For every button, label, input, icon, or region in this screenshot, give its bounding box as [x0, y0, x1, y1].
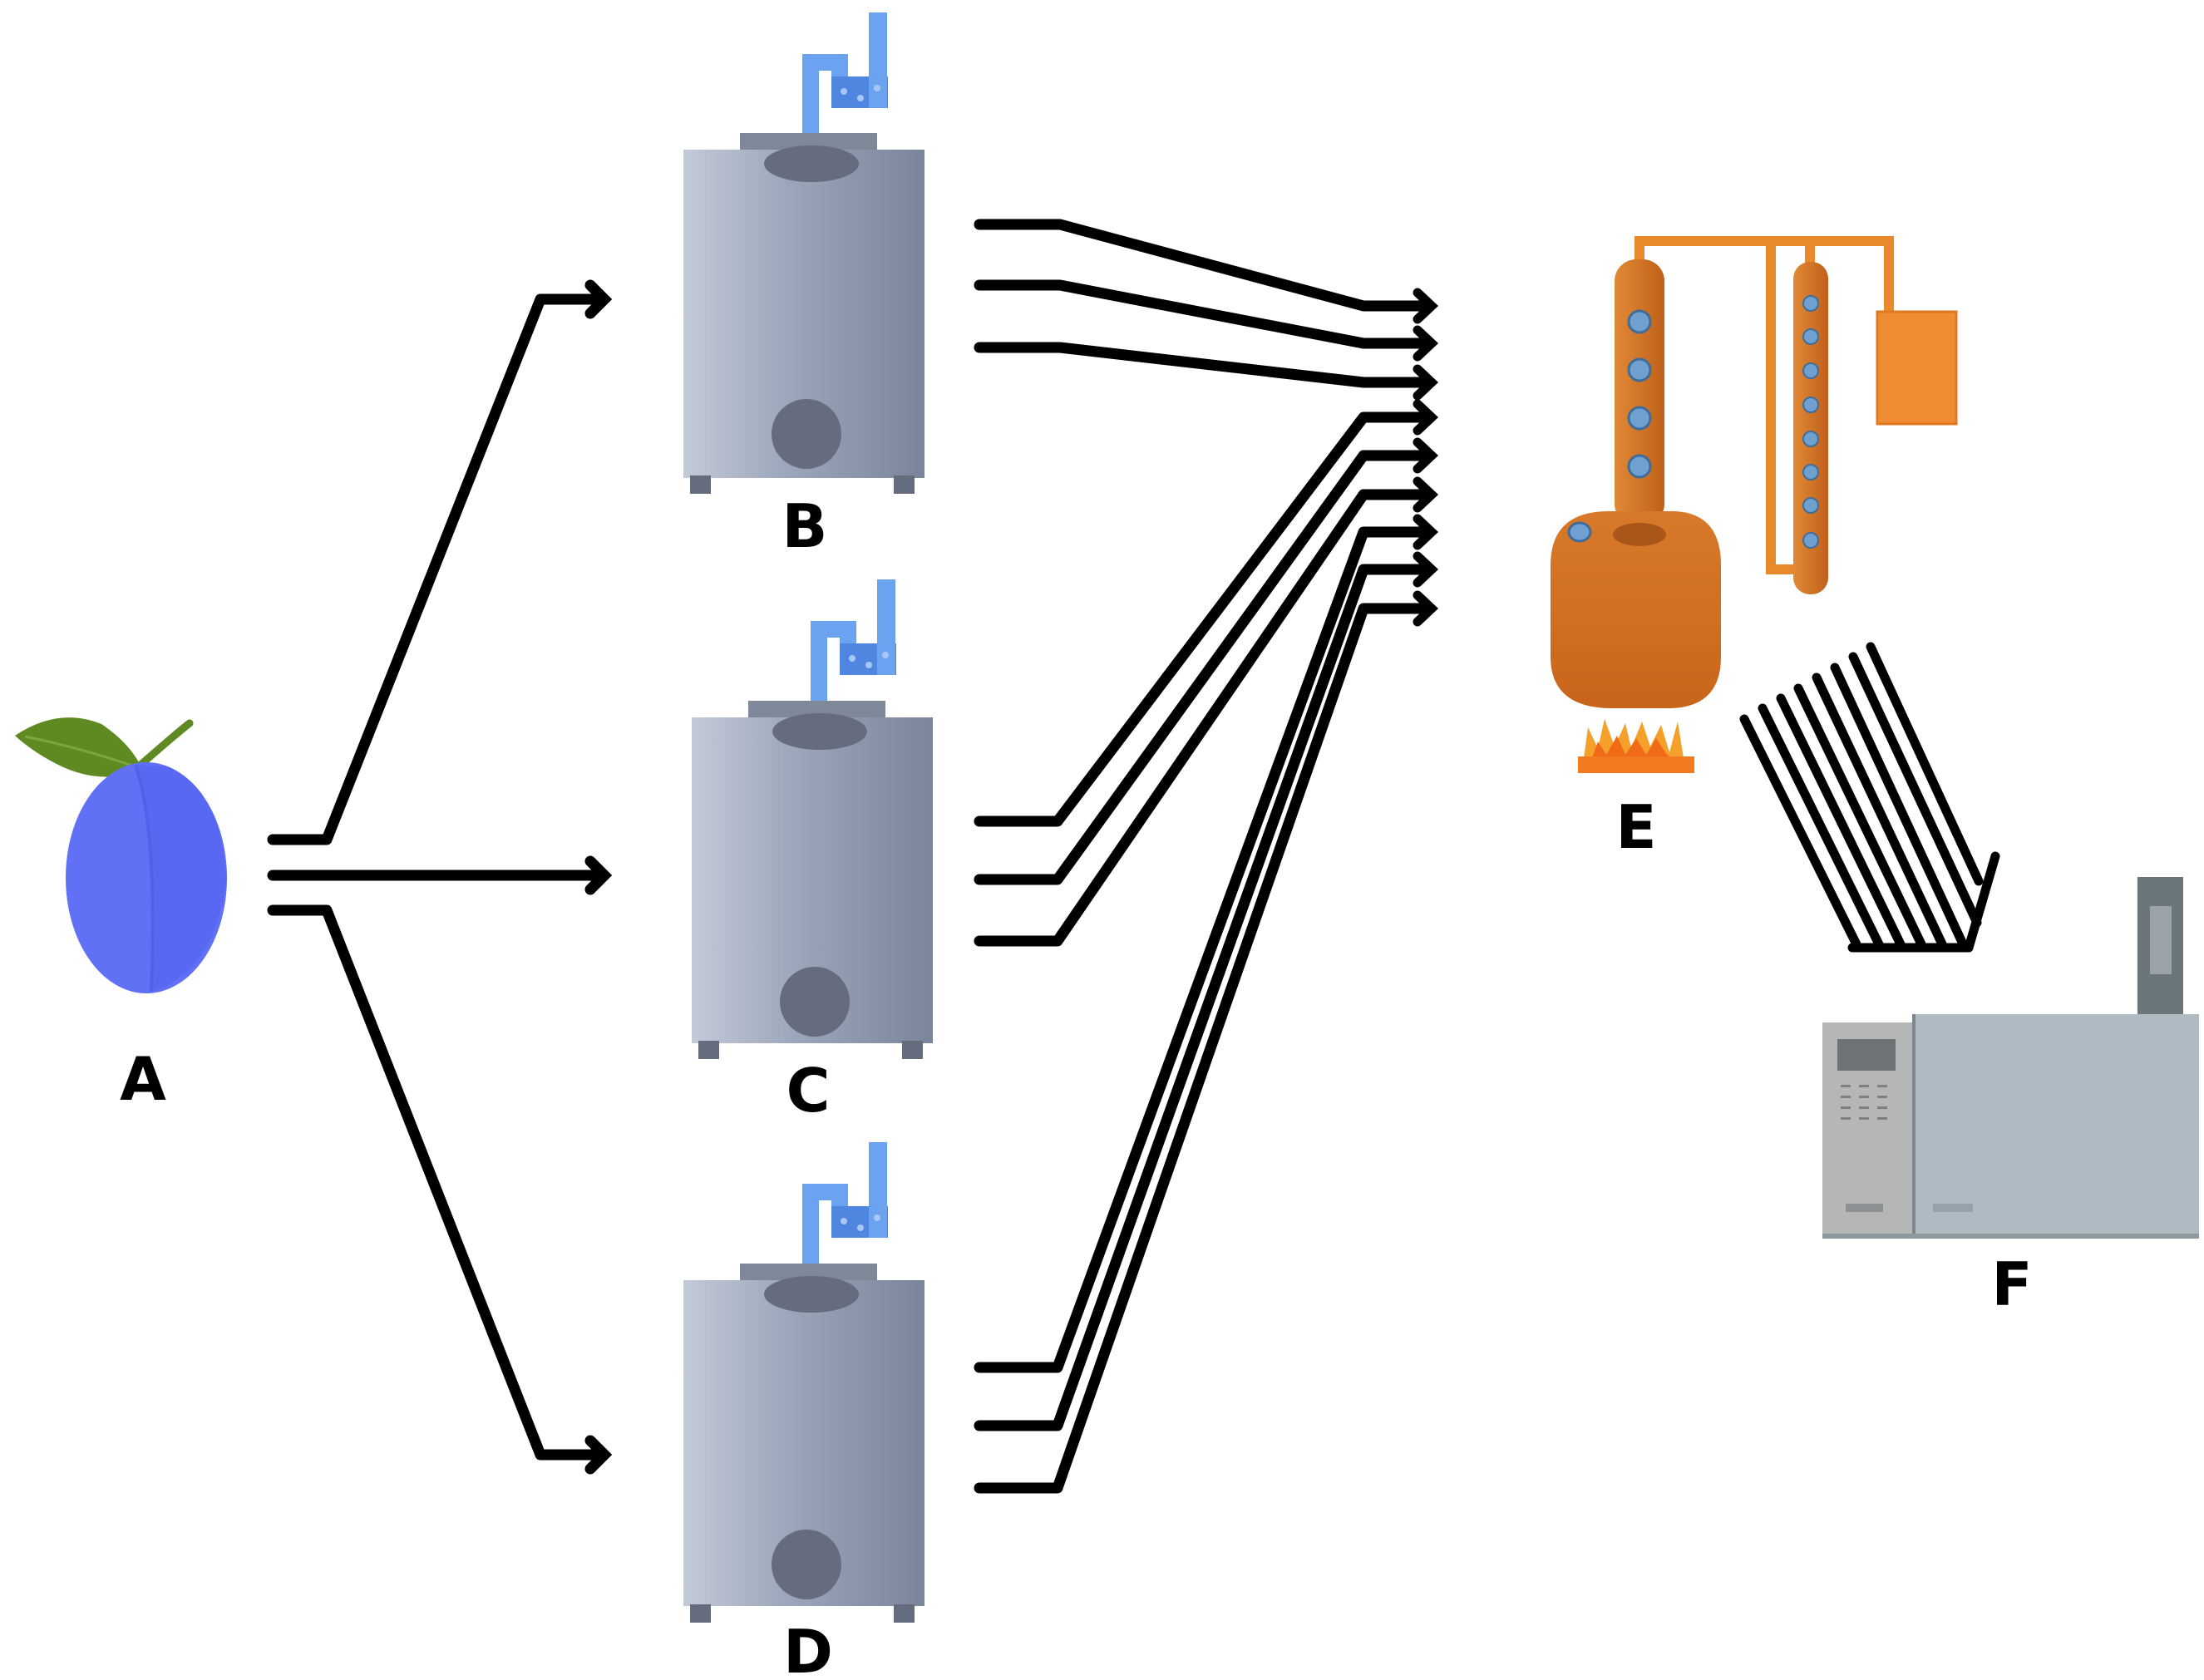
- airlock-icon: [802, 1142, 888, 1264]
- label-c: C: [786, 1056, 831, 1126]
- label-b: B: [782, 491, 828, 561]
- copper-still-icon: [1551, 236, 1958, 773]
- flame-icon: [1578, 719, 1694, 773]
- label-f: F: [1991, 1249, 2032, 1319]
- airlock-icon: [802, 12, 888, 133]
- tanks-to-still-arrows: [974, 219, 1432, 1494]
- arrowheads-still: [1413, 288, 1439, 627]
- fermentation-tank-b: [683, 12, 924, 494]
- fermentation-tank-d: [683, 1142, 924, 1623]
- airlock-icon: [811, 579, 896, 701]
- label-a: A: [120, 1044, 166, 1114]
- gas-chromatograph-icon: [1822, 877, 2199, 1239]
- arrowheads-a: [584, 279, 613, 1475]
- plum-icon: [15, 717, 227, 993]
- label-e: E: [1615, 792, 1656, 862]
- still-to-analyzer-arrows: [1739, 642, 2000, 953]
- label-d: D: [783, 1617, 833, 1680]
- fermentation-tank-c: [692, 579, 933, 1059]
- plum-to-tanks-arrows: [267, 293, 609, 1461]
